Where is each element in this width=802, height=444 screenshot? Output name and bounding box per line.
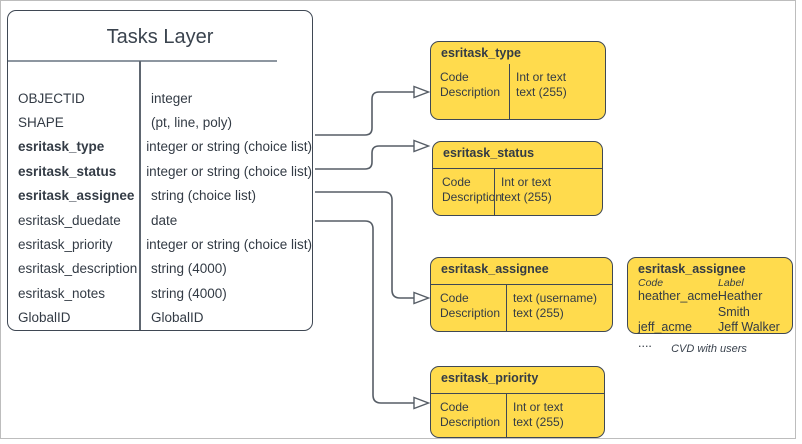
domain-right-column: Int or text text (255) bbox=[509, 64, 605, 119]
domain-cell: text (255) bbox=[513, 414, 564, 429]
field-row-globalid: GlobalID GlobalID bbox=[8, 306, 312, 330]
cvd-caption: CVD with users bbox=[671, 343, 747, 355]
cvd-code: heather_acme bbox=[638, 289, 718, 303]
domain-cell: Code bbox=[440, 400, 469, 414]
domain-cell: text (username) bbox=[513, 291, 598, 305]
field-name: GlobalID bbox=[18, 310, 71, 326]
domain-cell: Int or text bbox=[501, 175, 552, 189]
domain-cell: Code bbox=[440, 291, 469, 305]
cvd-code: jeff_acme bbox=[638, 320, 692, 334]
domain-left-column: Code Description bbox=[431, 285, 506, 331]
cvd-title: esritask_assignee bbox=[638, 262, 746, 276]
domain-cell: Description bbox=[440, 305, 501, 320]
field-row-esritask-status: esritask_status integer or string (choic… bbox=[8, 159, 312, 183]
field-name: esritask_status bbox=[18, 163, 117, 179]
domain-cell: text (255) bbox=[513, 305, 564, 320]
field-type: GlobalID bbox=[151, 310, 204, 326]
domain-cell: Description bbox=[440, 414, 501, 429]
field-type: string (4000) bbox=[151, 285, 227, 301]
field-name: esritask_assignee bbox=[18, 188, 135, 204]
tasks-layer-entity[interactable]: Tasks Layer OBJECTID integer SHAPE (pt, … bbox=[7, 10, 313, 331]
domain-cell: Description bbox=[442, 189, 503, 204]
cvd-users-box[interactable]: esritask_assignee Code Label heather_acm… bbox=[627, 257, 793, 350]
cvd-row: .... bbox=[638, 336, 792, 352]
field-type: integer or string (choice list) bbox=[146, 139, 312, 155]
domain-cell: Int or text bbox=[516, 70, 567, 84]
domain-body: Code Description Int or text text (255) bbox=[431, 393, 604, 437]
column-divider bbox=[139, 61, 141, 330]
domain-cell: text (255) bbox=[516, 84, 567, 99]
field-type: (pt, line, poly) bbox=[151, 115, 233, 131]
field-name: SHAPE bbox=[18, 115, 64, 131]
cvd-content: esritask_assignee Code Label heather_acm… bbox=[628, 258, 792, 351]
field-name: esritask_description bbox=[18, 261, 138, 277]
field-type: integer bbox=[151, 90, 193, 106]
domain-cell: Code bbox=[440, 70, 469, 84]
domain-box-esritask-priority[interactable]: esritask_priority Code Description Int o… bbox=[430, 366, 605, 438]
domain-body: Code Description Int or text text (255) bbox=[433, 168, 602, 215]
field-row-esritask-duedate: esritask_duedate date bbox=[8, 208, 312, 232]
domain-body: Code Description Int or text text (255) bbox=[431, 64, 605, 119]
field-row-shape: SHAPE (pt, line, poly) bbox=[8, 110, 312, 134]
title-divider bbox=[8, 60, 277, 62]
field-name: esritask_type bbox=[18, 139, 105, 155]
field-name: esritask_duedate bbox=[18, 212, 121, 228]
domain-cell: Int or text bbox=[513, 400, 564, 414]
domain-title: esritask_status bbox=[443, 146, 535, 160]
domain-box-esritask-assignee[interactable]: esritask_assignee Code Description text … bbox=[430, 257, 613, 332]
domain-title: esritask_type bbox=[441, 46, 521, 60]
field-row-esritask-description: esritask_description string (4000) bbox=[8, 257, 312, 281]
field-type: integer or string (choice list) bbox=[146, 163, 312, 179]
cvd-column-headers: Code Label bbox=[638, 277, 792, 289]
field-type: string (4000) bbox=[151, 261, 227, 277]
domain-left-column: Code Description bbox=[431, 394, 506, 437]
field-type: string (choice list) bbox=[151, 188, 257, 204]
cvd-label: Jeff Walker bbox=[718, 320, 780, 334]
cvd-header-code: Code bbox=[638, 277, 664, 289]
field-name: OBJECTID bbox=[18, 90, 85, 106]
domain-right-column: Int or text text (255) bbox=[494, 169, 602, 215]
field-row-esritask-notes: esritask_notes string (4000) bbox=[8, 281, 312, 305]
domain-title: esritask_assignee bbox=[441, 262, 549, 276]
domain-body: Code Description text (username) text (2… bbox=[431, 284, 612, 331]
cvd-row: heather_acme Heather Smith bbox=[638, 289, 792, 320]
field-row-esritask-priority: esritask_priority integer or string (cho… bbox=[8, 232, 312, 256]
field-type: integer or string (choice list) bbox=[146, 237, 312, 253]
field-row-esritask-assignee: esritask_assignee string (choice list) bbox=[8, 184, 312, 208]
field-name: esritask_notes bbox=[18, 285, 106, 301]
domain-title: esritask_priority bbox=[441, 371, 539, 385]
domain-right-column: Int or text text (255) bbox=[506, 394, 604, 437]
domain-right-column: text (username) text (255) bbox=[506, 285, 612, 331]
cvd-header-label: Label bbox=[718, 277, 744, 289]
tasks-layer-title: Tasks Layer bbox=[106, 26, 214, 48]
domain-left-column: Code Description bbox=[431, 64, 509, 119]
domain-left-column: Code Description bbox=[433, 169, 503, 215]
cvd-row: jeff_acme Jeff Walker bbox=[638, 320, 792, 336]
domain-cell: Description bbox=[440, 84, 501, 99]
domain-cell: Code bbox=[442, 175, 471, 189]
field-list: OBJECTID integer SHAPE (pt, line, poly) … bbox=[8, 86, 312, 330]
field-type: date bbox=[151, 212, 178, 228]
domain-box-esritask-status[interactable]: esritask_status Code Description Int or … bbox=[432, 141, 603, 216]
field-name: esritask_priority bbox=[18, 237, 113, 253]
cvd-code: .... bbox=[638, 335, 652, 350]
field-row-objectid: OBJECTID integer bbox=[8, 86, 312, 110]
cvd-label: Heather Smith bbox=[717, 289, 763, 319]
field-row-esritask-type: esritask_type integer or string (choice … bbox=[8, 135, 312, 159]
domain-box-esritask-type[interactable]: esritask_type Code Description Int or te… bbox=[430, 41, 606, 120]
domain-cell: text (255) bbox=[501, 189, 552, 204]
